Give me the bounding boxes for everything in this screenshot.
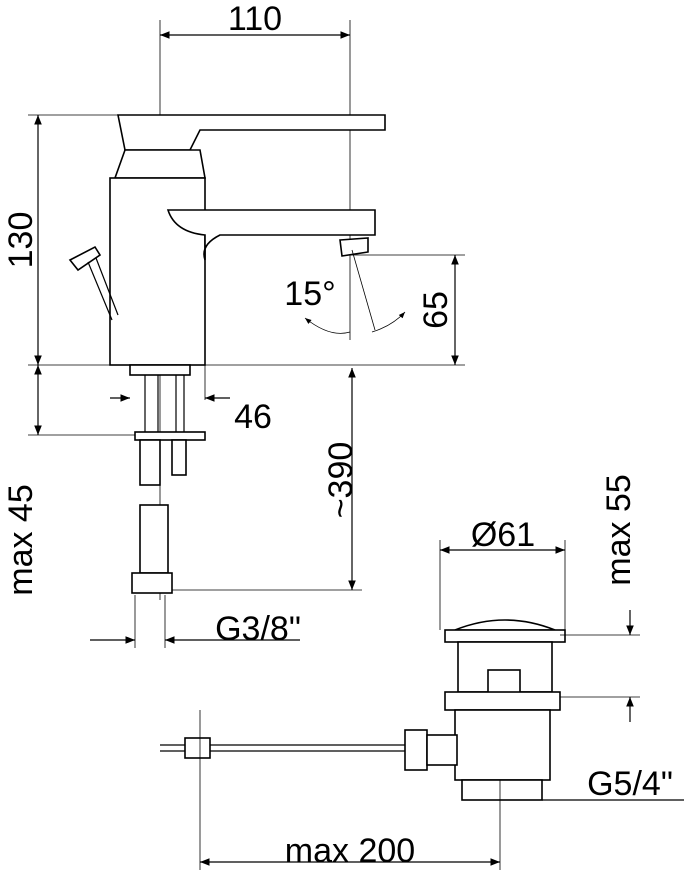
dim-max-45: max 45 (2, 484, 40, 596)
dim-65: 65 (417, 291, 455, 329)
thread-g3-8: G3/8" (215, 610, 301, 648)
thread-g5-4: G5/4" (587, 765, 673, 803)
waste-drain (160, 540, 684, 870)
dim-130: 130 (2, 212, 40, 269)
dim-46: 46 (234, 398, 272, 436)
dim-max-200: max 200 (285, 832, 415, 870)
dim-390: ~390 (322, 442, 360, 519)
dim-15-degrees: 15° (284, 275, 335, 313)
dim-110: 110 (228, 0, 282, 38)
faucet-body (68, 20, 386, 600)
dim-max-55: max 55 (600, 474, 638, 586)
dim-diameter-61: Ø61 (471, 516, 535, 554)
dimension-lines (28, 31, 465, 648)
